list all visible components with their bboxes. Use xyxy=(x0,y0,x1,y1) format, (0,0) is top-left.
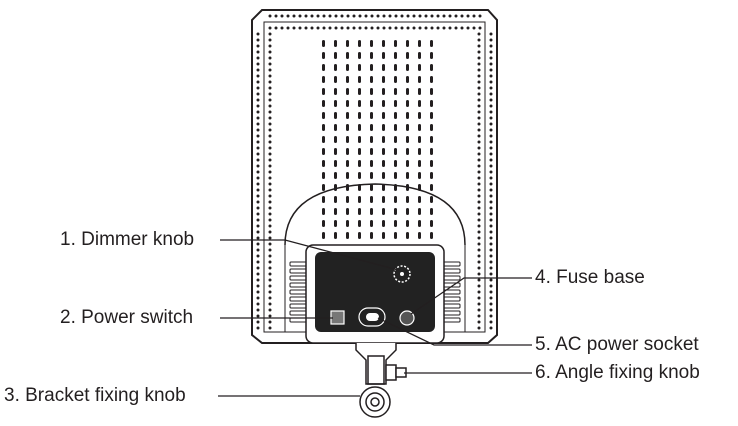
bracket-fixing-knob[interactable] xyxy=(359,386,391,418)
angle-fixing-knob[interactable] xyxy=(385,364,407,381)
perimeter-vent-dots xyxy=(256,14,493,330)
control-housing-arch xyxy=(284,183,466,246)
fuse-base[interactable] xyxy=(399,310,415,326)
callout-angle-fixing-knob: 6. Angle fixing knob xyxy=(535,362,700,383)
callout-ac-power-socket: 5. AC power socket xyxy=(535,334,699,355)
callout-dimmer-knob: 1. Dimmer knob xyxy=(60,229,195,250)
leader-fuse-base xyxy=(410,277,532,315)
callout-power-switch: 2. Power switch xyxy=(60,307,194,328)
leader-ac-power-socket xyxy=(377,317,532,346)
dimmer-knob[interactable] xyxy=(393,265,411,283)
leader-lines xyxy=(218,239,532,397)
callout-bracket-fixing-knob: 3. Bracket fixing knob xyxy=(4,385,186,406)
callout-fuse-base: 4. Fuse base xyxy=(535,267,645,288)
leader-dimmer-knob xyxy=(220,239,399,271)
ac-power-socket[interactable] xyxy=(358,307,386,327)
